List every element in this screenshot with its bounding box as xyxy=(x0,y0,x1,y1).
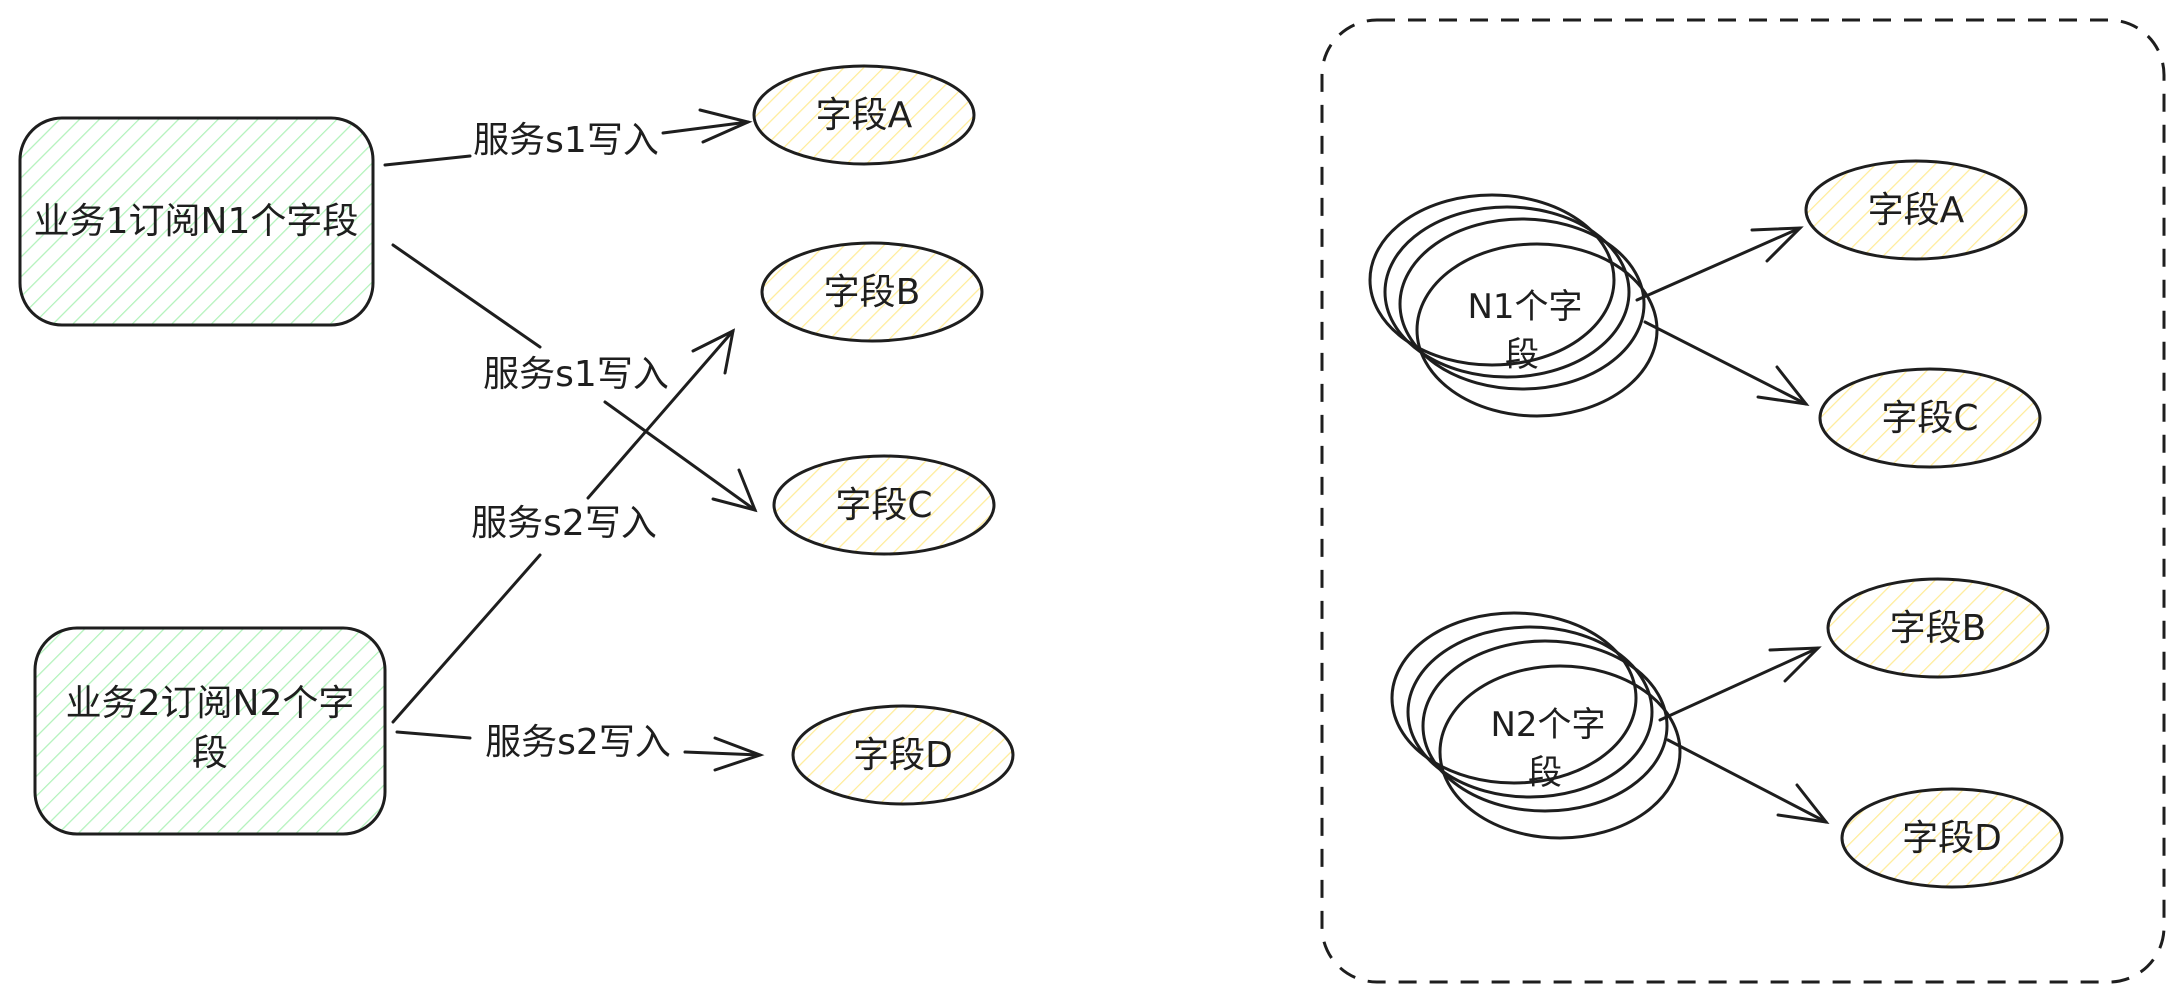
left-field-b-label: 字段B xyxy=(824,272,921,313)
group1-label-line2: 段 xyxy=(1505,335,1539,375)
left-field-b-node[interactable]: 字段B xyxy=(760,241,984,343)
right-field-a-label: 字段A xyxy=(1868,190,1965,231)
left-field-a-label: 字段A xyxy=(816,95,913,136)
arrow-group2-to-b xyxy=(1658,646,1822,722)
group1-stacked-ellipses[interactable] xyxy=(1368,193,1659,418)
arrow-b2-to-d xyxy=(395,730,765,772)
left-field-c-label: 字段C xyxy=(835,485,932,526)
right-field-b-label: 字段B xyxy=(1890,608,1987,649)
business2-label-line2: 段 xyxy=(192,733,228,774)
edge-label-b1-to-c: 服务s1写入 xyxy=(483,354,669,395)
right-field-d-label: 字段D xyxy=(1902,818,2002,859)
edge-label-b2-to-b: 服务s2写入 xyxy=(471,503,657,544)
right-field-c-node[interactable]: 字段C xyxy=(1818,367,2042,469)
arrow-group1-to-c xyxy=(1643,320,1810,407)
business2-label-line1: 业务2订阅N2个字 xyxy=(66,683,355,724)
business2-node[interactable]: 业务2订阅N2个字 段 xyxy=(33,626,387,836)
arrow-b1-to-c xyxy=(391,243,758,513)
business1-node[interactable]: 业务1订阅N1个字段 xyxy=(18,116,375,327)
right-field-a-node[interactable]: 字段A xyxy=(1804,159,2028,261)
left-field-d-node[interactable]: 字段D xyxy=(791,704,1015,806)
business1-label: 业务1订阅N1个字段 xyxy=(34,201,359,242)
arrow-b1-to-a xyxy=(383,108,753,167)
group2-label-line1: N2个字 xyxy=(1490,705,1605,745)
right-field-b-node[interactable]: 字段B xyxy=(1826,577,2050,679)
left-field-d-label: 字段D xyxy=(853,735,953,776)
arrow-group2-to-d xyxy=(1666,738,1830,825)
arrow-b2-to-b xyxy=(391,328,736,724)
left-field-c-node[interactable]: 字段C xyxy=(772,454,996,556)
group2-label-line2: 段 xyxy=(1528,753,1562,793)
right-field-c-label: 字段C xyxy=(1881,398,1978,439)
group1-label-line1: N1个字 xyxy=(1467,287,1582,327)
right-dashed-container xyxy=(1320,18,2166,984)
right-field-d-node[interactable]: 字段D xyxy=(1840,787,2064,889)
edge-label-b2-to-d: 服务s2写入 xyxy=(485,722,671,763)
edge-label-b1-to-a: 服务s1写入 xyxy=(473,120,659,161)
left-field-a-node[interactable]: 字段A xyxy=(752,64,976,166)
arrow-group1-to-a xyxy=(1635,226,1804,302)
group2-stacked-ellipses[interactable] xyxy=(1390,611,1682,840)
